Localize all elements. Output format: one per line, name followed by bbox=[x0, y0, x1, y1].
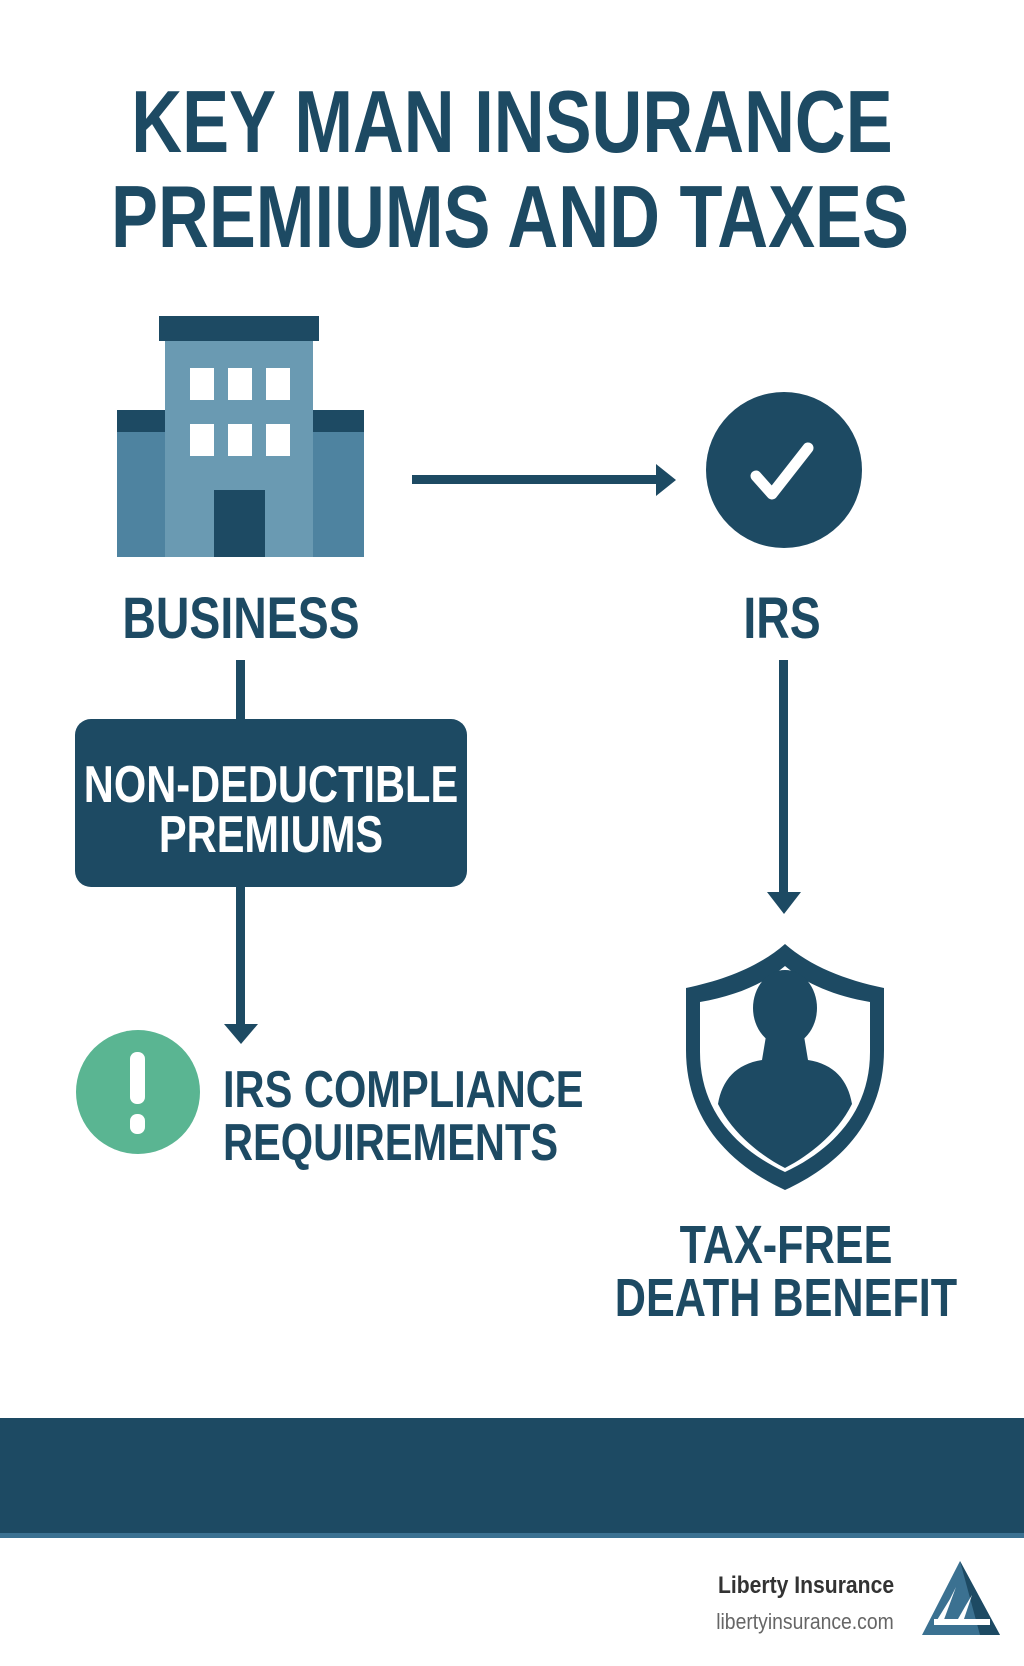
arrow-down-compliance bbox=[224, 886, 258, 1044]
arrow-down-benefit bbox=[767, 660, 801, 914]
benefit-line-2: DEATH BENEFIT bbox=[614, 1268, 958, 1328]
brand-url[interactable]: libertyinsurance.com bbox=[716, 1609, 894, 1634]
shield-person-icon bbox=[686, 944, 884, 1190]
liberty-logo-icon bbox=[922, 1561, 1000, 1635]
non-deductible-premiums-box: NON-DEDUCTIBLE PREMIUMS bbox=[75, 719, 467, 887]
arrow-right bbox=[412, 464, 676, 496]
brand-name: Liberty Insurance bbox=[717, 1572, 894, 1599]
title-line-2: PREMIUMS AND TAXES bbox=[111, 167, 909, 266]
title-line-1: KEY MAN INSURANCE bbox=[131, 72, 893, 171]
compliance-line-1: IRS COMPLIANCE bbox=[223, 1061, 584, 1119]
premiums-line-2: PREMIUMS bbox=[158, 806, 384, 864]
business-label: BUSINESS bbox=[122, 586, 360, 651]
check-circle-icon bbox=[706, 392, 862, 548]
benefit-line-1: TAX-FREE bbox=[679, 1215, 893, 1275]
exclamation-circle-icon bbox=[76, 1030, 200, 1154]
footer-band bbox=[0, 1418, 1024, 1538]
premiums-line-1: NON-DEDUCTIBLE bbox=[83, 756, 459, 814]
compliance-line-2: REQUIREMENTS bbox=[223, 1114, 559, 1172]
connector-business-premiums bbox=[236, 660, 245, 720]
building-icon bbox=[117, 316, 364, 557]
irs-label: IRS bbox=[743, 586, 821, 651]
